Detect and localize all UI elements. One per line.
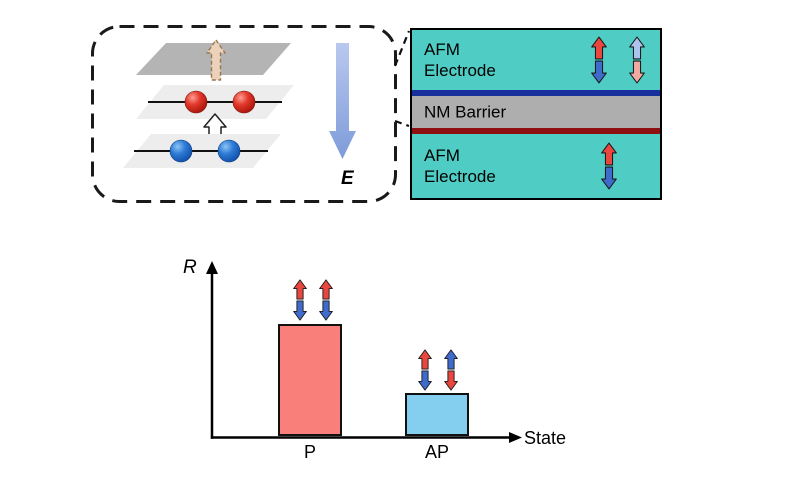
efield-label: E bbox=[341, 168, 355, 189]
spin-pair-icon-red-up-blue-down bbox=[319, 279, 333, 321]
layer-schematic: E bbox=[123, 39, 356, 189]
bottom-electrode-label: AFM Electrode bbox=[424, 145, 496, 186]
top-interface-line bbox=[412, 90, 660, 96]
red-ion bbox=[184, 90, 208, 114]
bar-ap bbox=[405, 393, 469, 436]
spin-pair-icon-red-up-blue-down bbox=[601, 142, 617, 190]
blue-ion bbox=[169, 139, 193, 163]
spin-pair-icon-red-up-blue-down bbox=[293, 279, 307, 321]
spin-pair-icon-red-up-blue-down bbox=[591, 36, 607, 84]
top-afm-electrode: AFM Electrode bbox=[412, 30, 660, 90]
spin-pair-icon-blue-up-red-down bbox=[444, 349, 458, 391]
bottom-interface-line bbox=[412, 128, 660, 134]
category-label-ap: AP bbox=[424, 442, 449, 462]
efield-down-arrow-icon bbox=[329, 43, 356, 159]
x-axis-arrowhead-icon bbox=[509, 432, 522, 443]
y-axis-arrowhead-icon bbox=[206, 261, 218, 274]
top-electrode-label: AFM Electrode bbox=[424, 39, 496, 80]
schematic-zoom-box bbox=[91, 25, 397, 203]
bottom-afm-electrode: AFM Electrode bbox=[412, 134, 660, 198]
bar-p bbox=[278, 324, 342, 436]
blue-ion bbox=[217, 139, 241, 163]
spin-pair-icon-red-up-blue-down bbox=[418, 349, 432, 391]
dashed-up-arrow-icon bbox=[206, 39, 226, 81]
nm-barrier: NM Barrier bbox=[412, 96, 660, 128]
spin-pair-icon-blue-up-red-down-faded bbox=[629, 36, 645, 84]
nm-barrier-label: NM Barrier bbox=[424, 102, 507, 122]
device-stack: AFM Electrode NM Barrier AFM Electrode bbox=[410, 28, 662, 200]
red-ion bbox=[232, 90, 256, 114]
y-axis-label: R bbox=[183, 257, 197, 278]
x-axis-label: State bbox=[524, 428, 567, 448]
category-label-p: P bbox=[303, 442, 316, 462]
